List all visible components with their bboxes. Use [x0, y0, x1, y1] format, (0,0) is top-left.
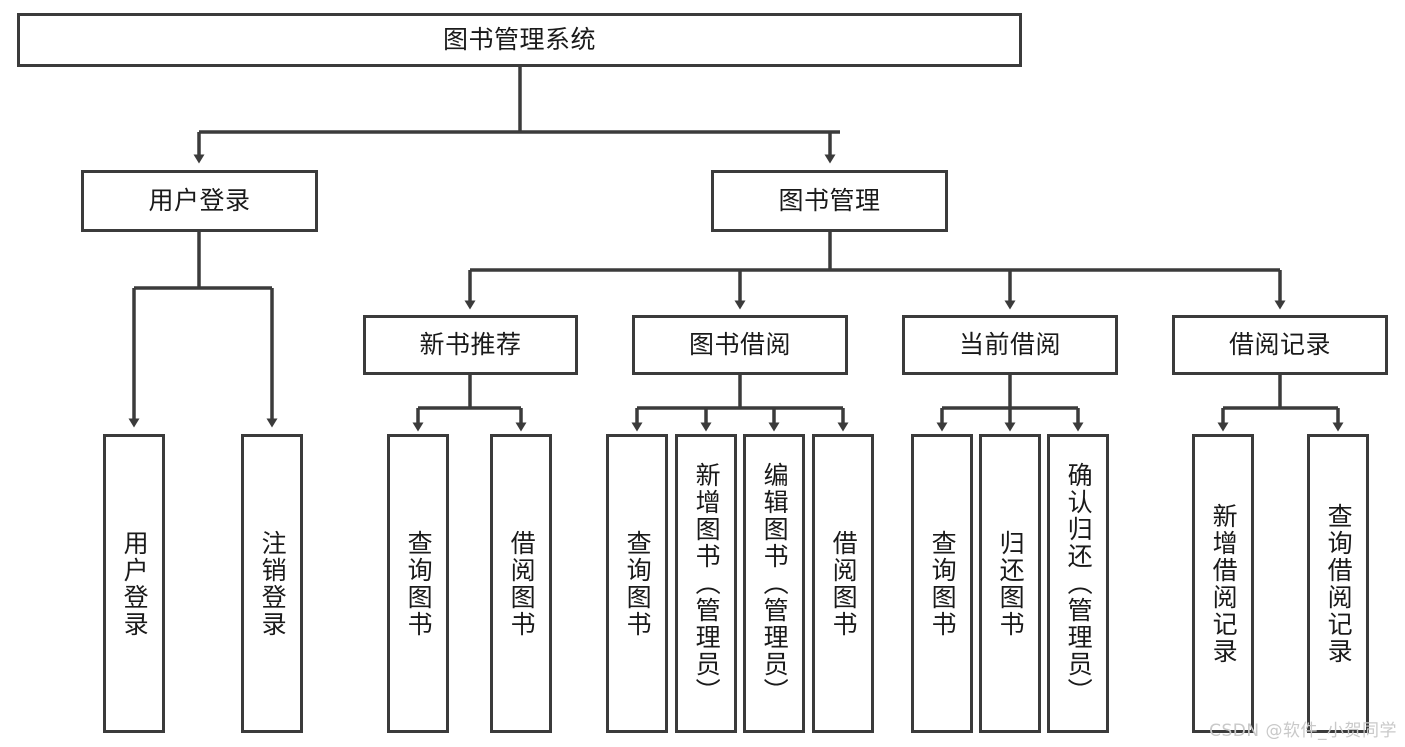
- node-label: 图书管理系统: [442, 25, 596, 55]
- node-label: 查询图书: [404, 529, 434, 638]
- leaf-bookborrow-add-book-admin[interactable]: 新增图书（管理员）: [675, 434, 737, 733]
- node-user-login[interactable]: 用户登录: [81, 170, 318, 232]
- node-label: 确认归还（管理员）: [1064, 462, 1094, 705]
- leaf-user-login[interactable]: 用户登录: [103, 434, 165, 733]
- node-label: 借阅图书: [507, 529, 537, 638]
- node-label: 借阅图书: [829, 529, 859, 638]
- node-current-borrow[interactable]: 当前借阅: [902, 315, 1118, 375]
- leaf-records-query-borrow-record[interactable]: 查询借阅记录: [1307, 434, 1369, 733]
- leaf-bookborrow-borrow-books[interactable]: 借阅图书: [812, 434, 874, 733]
- node-book-management[interactable]: 图书管理: [711, 170, 948, 232]
- node-label: 用户登录: [120, 529, 150, 638]
- node-label: 新增借阅记录: [1209, 502, 1239, 665]
- node-root-book-management-system[interactable]: 图书管理系统: [17, 13, 1022, 67]
- node-label: 归还图书: [996, 529, 1026, 638]
- leaf-bookborrow-edit-book-admin[interactable]: 编辑图书（管理员）: [743, 434, 805, 733]
- node-label: 新增图书（管理员）: [692, 462, 722, 705]
- node-label: 当前借阅: [958, 330, 1061, 360]
- node-label: 查询借阅记录: [1324, 502, 1354, 665]
- node-new-book-recommend[interactable]: 新书推荐: [363, 315, 578, 375]
- leaf-currentborrow-return-books[interactable]: 归还图书: [979, 434, 1041, 733]
- node-label: 编辑图书（管理员）: [760, 462, 790, 705]
- leaf-records-add-borrow-record[interactable]: 新增借阅记录: [1192, 434, 1254, 733]
- node-label: 图书管理: [778, 186, 881, 216]
- node-label: 用户登录: [148, 186, 251, 216]
- node-label: 查询图书: [928, 529, 958, 638]
- node-label: 新书推荐: [419, 330, 522, 360]
- leaf-currentborrow-query-books[interactable]: 查询图书: [911, 434, 973, 733]
- leaf-currentborrow-confirm-return-admin[interactable]: 确认归还（管理员）: [1047, 434, 1109, 733]
- node-label: 借阅记录: [1228, 330, 1331, 360]
- node-book-borrow[interactable]: 图书借阅: [632, 315, 848, 375]
- node-label: 注销登录: [258, 529, 288, 638]
- node-label: 查询图书: [623, 529, 653, 638]
- leaf-user-logout[interactable]: 注销登录: [241, 434, 303, 733]
- leaf-newbook-borrow-books[interactable]: 借阅图书: [490, 434, 552, 733]
- node-label: 图书借阅: [688, 330, 791, 360]
- node-borrow-records[interactable]: 借阅记录: [1172, 315, 1388, 375]
- leaf-bookborrow-query-books[interactable]: 查询图书: [606, 434, 668, 733]
- leaf-newbook-query-books[interactable]: 查询图书: [387, 434, 449, 733]
